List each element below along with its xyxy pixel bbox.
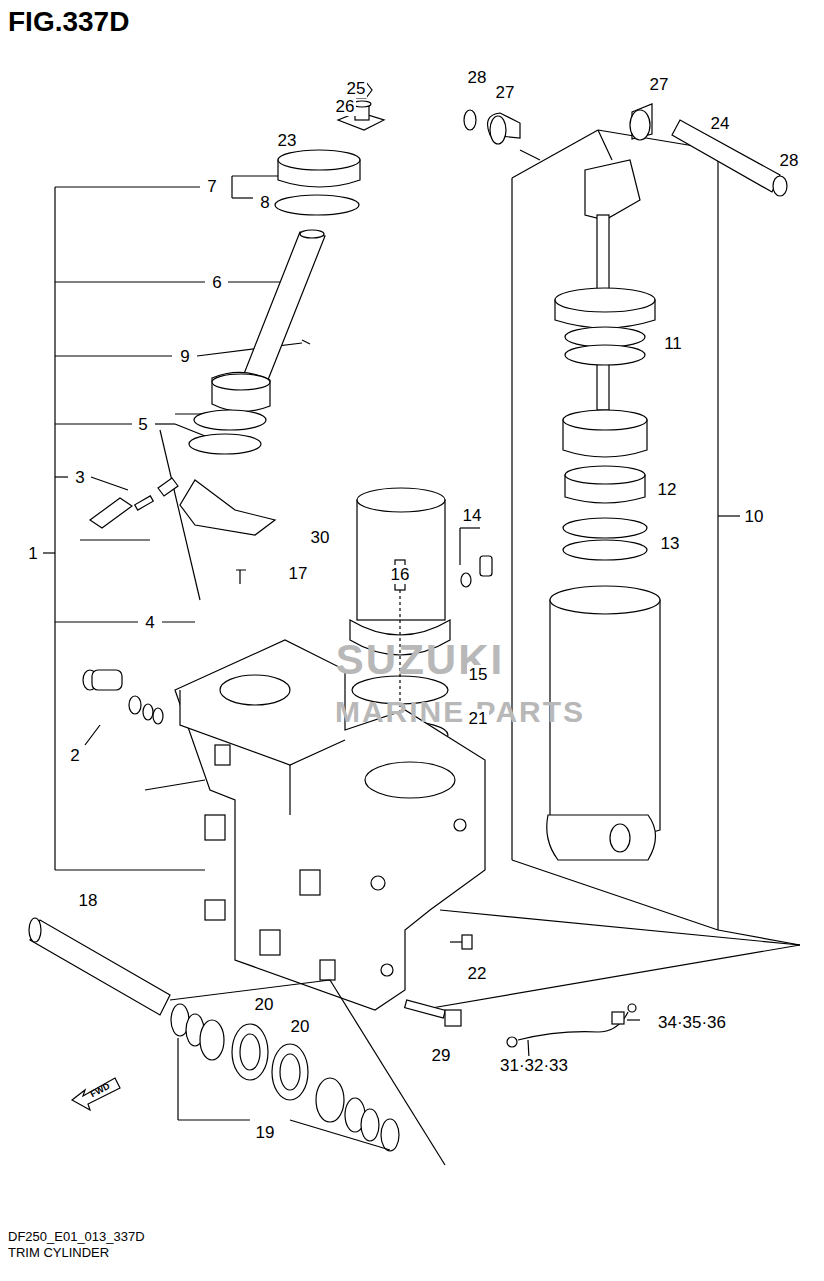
callout-number: 6 (210, 273, 223, 292)
callout-number: 16 (389, 565, 412, 584)
callout-number: 3 (73, 468, 86, 487)
callout-number: 34·35·36 (656, 1013, 728, 1032)
callout-number: 25 (345, 79, 368, 98)
callout-number: 22 (466, 964, 489, 983)
callout-number: 21 (467, 709, 490, 728)
callout-number: 9 (178, 347, 191, 366)
callout-number: 18 (77, 891, 100, 910)
callout-number: 24 (709, 114, 732, 133)
callout-number: 11 (662, 334, 684, 353)
callout-number: 17 (287, 564, 310, 583)
callout-number: 5 (136, 415, 149, 434)
callout-number: 31·32·33 (498, 1056, 570, 1075)
figure-title: FIG.337D (8, 8, 129, 36)
drawing-code: DF250_E01_013_337D (8, 1230, 145, 1243)
callout-number: 8 (258, 193, 271, 212)
callout-number: 28 (778, 151, 801, 170)
callout-number: 10 (743, 507, 766, 526)
callout-number: 15 (467, 665, 490, 684)
callout-number: 23 (276, 131, 299, 150)
callout-number: 13 (659, 534, 682, 553)
callout-number: 27 (648, 75, 671, 94)
figure-caption: TRIM CYLINDER (8, 1246, 109, 1259)
callout-number: 30 (309, 528, 332, 547)
callout-number: 2 (68, 746, 81, 765)
callout-number: 20 (253, 995, 276, 1014)
callout-number: 29 (430, 1046, 453, 1065)
callout-number: 12 (656, 480, 679, 499)
callout-number: 19 (254, 1123, 277, 1142)
callout-number: 20 (289, 1017, 312, 1036)
callout-number: 27 (494, 83, 517, 102)
callout-number: 7 (205, 177, 218, 196)
watermark: MARINE PARTS (335, 697, 585, 727)
callout-number: 14 (461, 506, 484, 525)
callout-number: 1 (26, 544, 39, 563)
group-bracket (420, 130, 800, 1010)
callout-number: 28 (466, 68, 489, 87)
callout-number: 26 (334, 97, 357, 116)
callout-number: 4 (143, 613, 156, 632)
